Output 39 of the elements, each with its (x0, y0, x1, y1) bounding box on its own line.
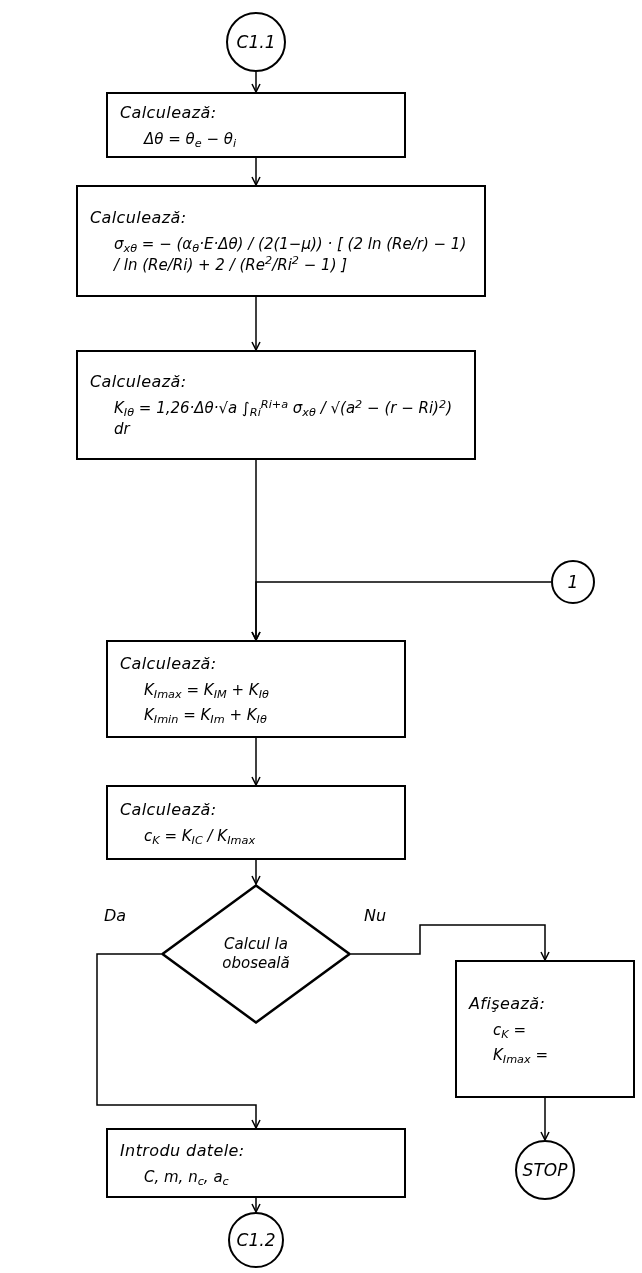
process-box (106, 1128, 406, 1198)
formula-text: K$_{Imin}$ = K$_{Im}$ + K$_{Iθ}$ (143, 705, 268, 726)
process-box (106, 640, 406, 738)
flow-arrow (251, 71, 261, 93)
formula-text: K$_{Imax}$ = K$_{IM}$ + K$_{Iθ}$ (143, 680, 270, 701)
circle-label: C1.1 (236, 33, 276, 51)
process-box (106, 92, 406, 158)
circle-label: 1 (567, 573, 579, 591)
flow-arrow (251, 296, 261, 351)
flow-arrow (540, 1097, 550, 1141)
formula-text: c$_{K}$ = (492, 1020, 527, 1041)
box-heading: Calculează: (120, 799, 218, 822)
box-heading: Calculează: (120, 101, 218, 124)
edge-label: Nu (362, 908, 389, 924)
formula-text: Δθ = θ$_{e}$ − θ$_{i}$ (142, 128, 238, 150)
box-heading: Calculează: (120, 653, 218, 676)
formula-text: C, m, n$_{c}$, a$_{c}$ (143, 1166, 230, 1188)
box-heading: Calculează: (90, 371, 188, 394)
process-box (455, 960, 635, 1098)
flow-arrow (251, 859, 261, 885)
flow-arrow (251, 157, 261, 186)
box-heading: Calculează: (90, 207, 188, 230)
flow-arrow (96, 953, 261, 1129)
formula-text: c$_{K}$ = K$_{IC}$ / K$_{Imax}$ (143, 826, 257, 847)
flow-arrow (350, 924, 550, 961)
circle-label: C1.2 (236, 1231, 276, 1249)
process-box (76, 185, 486, 297)
formula-text: σ$_{xθ}$ = − (α$_{θ}$·E·Δθ) / (2(1−μ)) · [ (2 ln (Re/r) − 1) / ln (Re/Ri) + 2 / (Re$^{2}$/Ri$^{2}$ − 1) ] (112, 234, 468, 276)
process-box (106, 785, 406, 860)
formula-text: K$_{Imax}$ = (492, 1045, 550, 1066)
box-heading: Introdu datele: (120, 1139, 246, 1162)
flow-arrow (251, 737, 261, 786)
process-box (76, 350, 476, 460)
flow-arrow (251, 581, 552, 641)
formula-text: K$_{Iθ}$ = 1,26·Δθ·√a ∫$_{Ri}$$^{Ri+a}$ σ$_{xθ}$ / √(a$^{2}$ − (r − Ri)$^{2}$) dr (113, 398, 453, 440)
box-heading: Afişează: (469, 993, 547, 1016)
flow-arrow (251, 1197, 261, 1213)
circle-label: STOP (522, 1161, 568, 1179)
decision-text: Calcul la oboseală (221, 935, 291, 973)
